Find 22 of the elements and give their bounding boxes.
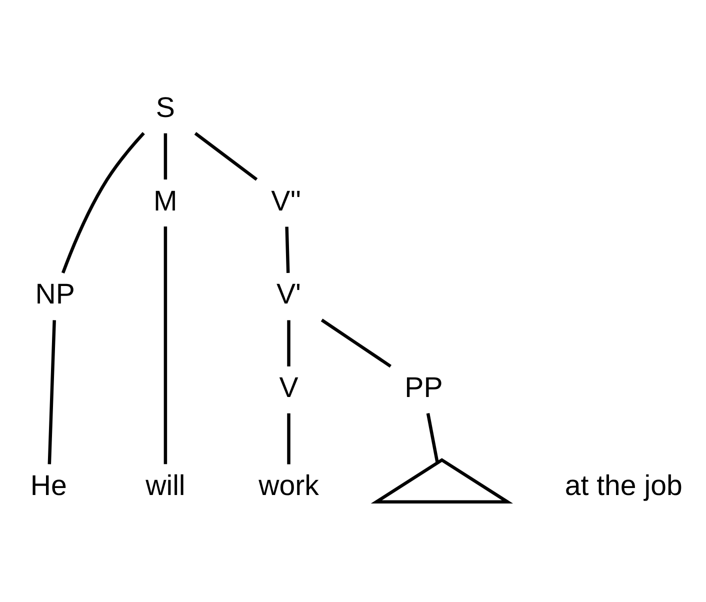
connector bbox=[287, 413, 290, 464]
node-text: at the job bbox=[564, 470, 682, 502]
node-text: M bbox=[154, 185, 178, 218]
connector bbox=[287, 320, 290, 366]
node-text: V' bbox=[276, 278, 301, 311]
connector bbox=[164, 133, 168, 180]
connector bbox=[320, 318, 392, 368]
node-text: will bbox=[146, 470, 186, 502]
node-text: He bbox=[30, 470, 67, 502]
connector bbox=[164, 226, 168, 464]
connector bbox=[48, 320, 56, 464]
connector bbox=[61, 132, 145, 274]
node-text: V bbox=[279, 372, 298, 404]
node-text: V'' bbox=[271, 185, 302, 218]
node-text: S bbox=[156, 92, 175, 124]
node-triangle bbox=[370, 458, 513, 504]
connector bbox=[426, 413, 439, 463]
connector bbox=[194, 132, 258, 181]
node-text: NP bbox=[35, 278, 75, 311]
node-text: work bbox=[258, 470, 319, 502]
node-text: PP bbox=[404, 372, 443, 404]
connector bbox=[285, 226, 290, 273]
